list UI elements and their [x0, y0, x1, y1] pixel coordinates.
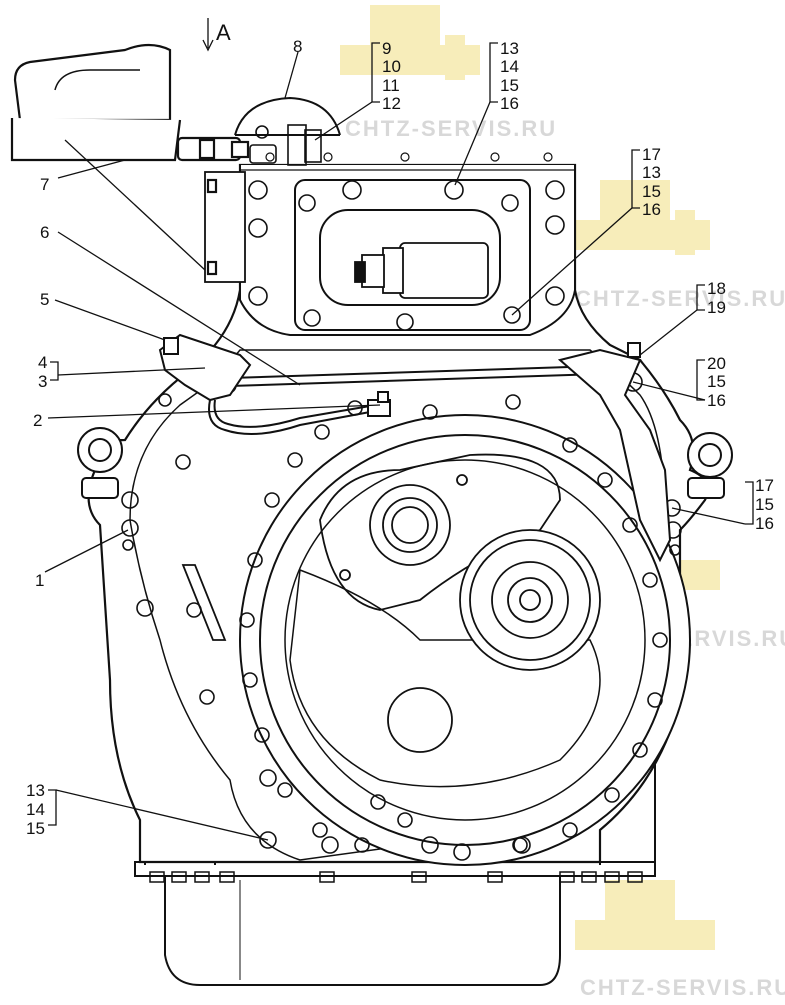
- callout-18: 18: [707, 279, 726, 298]
- lifting-eye-right: [687, 432, 733, 499]
- callout-16-rl: 16: [755, 514, 774, 533]
- callout-13-top: 13: [500, 39, 519, 58]
- callout-12: 12: [382, 94, 401, 113]
- leader-lines: [44, 18, 754, 841]
- view-label: A: [216, 20, 231, 45]
- intake-elbow: [10, 43, 250, 283]
- callout-17-ru: 17: [642, 145, 661, 164]
- svg-text:CHTZ-SERVIS.RU: CHTZ-SERVIS.RU: [345, 116, 557, 141]
- callout-4: 4: [38, 353, 47, 372]
- callout-11: 11: [382, 76, 400, 95]
- callout-1: 1: [35, 571, 44, 590]
- callout-14-bl: 14: [26, 800, 45, 819]
- svg-text:CHTZ-SERVIS.RU: CHTZ-SERVIS.RU: [575, 286, 785, 311]
- callout-15-ru: 15: [642, 182, 661, 201]
- callouts: A 8 7 6 5 4 3 2 1 9 10 11 12 13 14 15 16…: [26, 20, 774, 838]
- callout-13-ru: 13: [642, 163, 661, 182]
- callout-13-bl: 13: [26, 781, 45, 800]
- housing-slot: [181, 564, 227, 641]
- callout-15-bl: 15: [26, 819, 45, 838]
- inner-plate: [289, 453, 601, 788]
- callout-16-rm: 16: [707, 391, 726, 410]
- callout-17-rl: 17: [755, 476, 774, 495]
- bracket-left: [158, 333, 252, 402]
- callout-6: 6: [40, 223, 49, 242]
- callout-15-rl: 15: [755, 495, 774, 514]
- callout-16-ru: 16: [642, 200, 661, 219]
- callout-15-top: 15: [500, 76, 519, 95]
- callout-14-top: 14: [500, 57, 519, 76]
- hose-fittings: [249, 124, 322, 166]
- callout-5: 5: [40, 290, 49, 309]
- callout-15-rm: 15: [707, 372, 726, 391]
- callout-16-top: 16: [500, 94, 519, 113]
- callout-8: 8: [293, 37, 302, 56]
- callout-9: 9: [382, 39, 391, 58]
- callout-20: 20: [707, 354, 726, 373]
- bracket-right: [557, 342, 672, 563]
- callout-19: 19: [707, 298, 726, 317]
- svg-text:CHTZ-SERVIS.RU: CHTZ-SERVIS.RU: [580, 975, 785, 1000]
- flange-bolts: [239, 394, 668, 853]
- callout-7: 7: [40, 175, 49, 194]
- lifting-eye-left: [77, 427, 123, 499]
- callout-3: 3: [38, 372, 47, 391]
- callout-2: 2: [33, 411, 42, 430]
- oil-pan: [134, 861, 656, 986]
- callout-10: 10: [382, 57, 401, 76]
- sensor: [354, 242, 489, 299]
